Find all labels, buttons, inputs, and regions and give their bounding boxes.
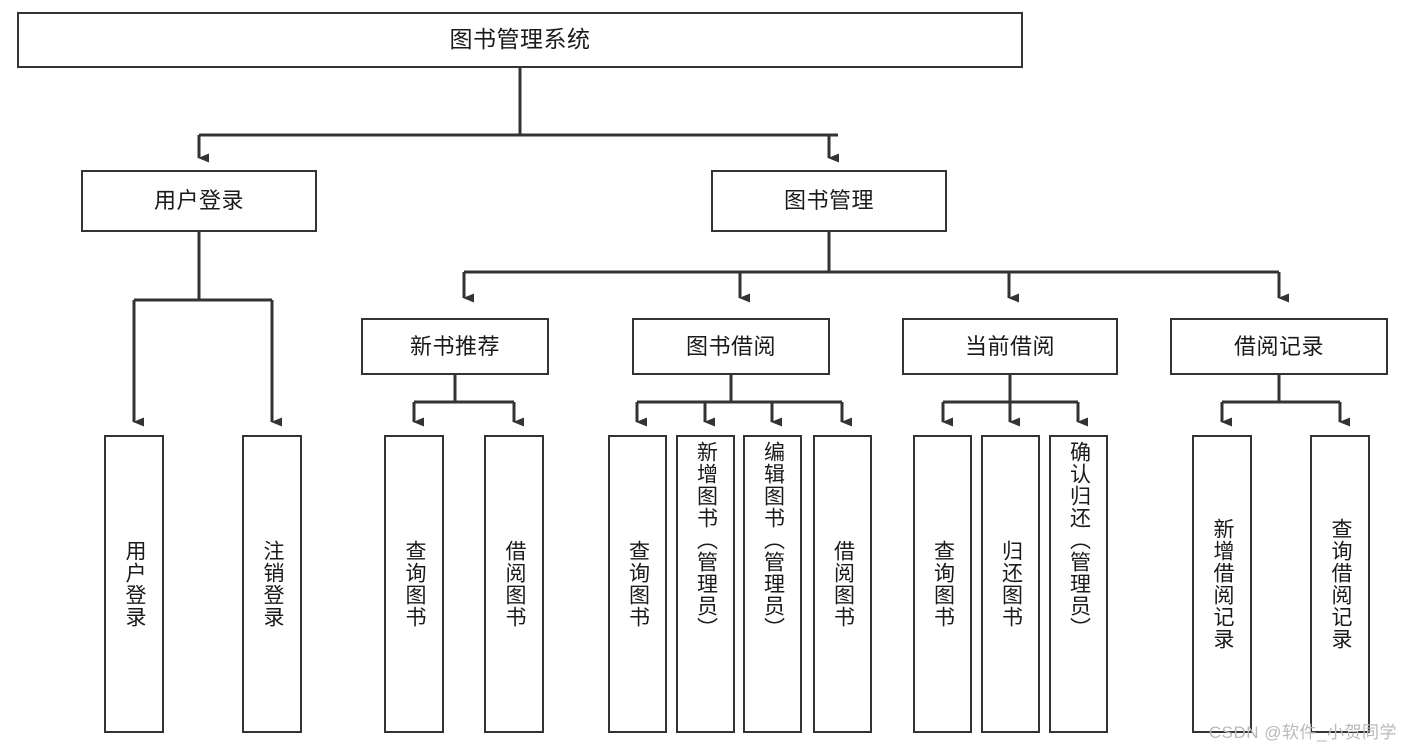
leaf-user-login[interactable]: 用户登录 bbox=[104, 435, 164, 733]
node-label: 注销登录 bbox=[261, 540, 285, 628]
node-label: 当前借阅 bbox=[964, 333, 1055, 359]
node-label: 查询图书 bbox=[403, 540, 427, 628]
node-label: 借阅图书 bbox=[831, 540, 855, 628]
node-borrow-record[interactable]: 借阅记录 bbox=[1170, 318, 1388, 375]
leaf-query-book-recommend[interactable]: 查询图书 bbox=[384, 435, 444, 733]
leaf-query-borrow-record[interactable]: 查询借阅记录 bbox=[1310, 435, 1370, 733]
node-label: 新书推荐 bbox=[409, 333, 500, 359]
csdn-watermark: CSDN @软件_小贺同学 bbox=[1208, 723, 1397, 742]
leaf-query-book-borrow[interactable]: 查询图书 bbox=[608, 435, 667, 733]
node-label: 用户登录 bbox=[153, 188, 244, 214]
leaf-edit-book-admin[interactable]: 编辑图书（管理员） bbox=[743, 435, 802, 733]
node-root-book-management-system[interactable]: 图书管理系统 bbox=[17, 12, 1023, 68]
leaf-logout-login[interactable]: 注销登录 bbox=[242, 435, 302, 733]
node-label: 图书借阅 bbox=[685, 333, 776, 359]
leaf-borrow-book-borrow[interactable]: 借阅图书 bbox=[813, 435, 872, 733]
node-label: 图书管理系统 bbox=[449, 26, 591, 53]
node-label: 编辑图书（管理员） bbox=[761, 441, 785, 639]
node-label: 借阅记录 bbox=[1233, 333, 1324, 359]
node-book-management[interactable]: 图书管理 bbox=[711, 170, 947, 232]
leaf-add-book-admin[interactable]: 新增图书（管理员） bbox=[676, 435, 735, 733]
node-label: 归还图书 bbox=[999, 540, 1023, 628]
node-label: 确认归还（管理员） bbox=[1067, 441, 1091, 639]
node-label: 图书管理 bbox=[783, 188, 874, 214]
node-label: 查询借阅记录 bbox=[1329, 518, 1353, 650]
node-book-borrow[interactable]: 图书借阅 bbox=[632, 318, 830, 375]
node-user-login[interactable]: 用户登录 bbox=[81, 170, 317, 232]
node-label: 借阅图书 bbox=[503, 540, 527, 628]
node-label: 查询图书 bbox=[626, 540, 650, 628]
node-new-book-recommend[interactable]: 新书推荐 bbox=[361, 318, 549, 375]
node-label: 用户登录 bbox=[123, 540, 147, 628]
node-current-borrow[interactable]: 当前借阅 bbox=[902, 318, 1118, 375]
leaf-return-book[interactable]: 归还图书 bbox=[981, 435, 1040, 733]
node-label: 查询图书 bbox=[931, 540, 955, 628]
node-label: 新增图书（管理员） bbox=[694, 441, 718, 639]
leaf-add-borrow-record[interactable]: 新增借阅记录 bbox=[1192, 435, 1252, 733]
leaf-borrow-book-recommend[interactable]: 借阅图书 bbox=[484, 435, 544, 733]
leaf-confirm-return-admin[interactable]: 确认归还（管理员） bbox=[1049, 435, 1108, 733]
node-label: 新增借阅记录 bbox=[1211, 518, 1235, 650]
leaf-query-book-current[interactable]: 查询图书 bbox=[913, 435, 972, 733]
